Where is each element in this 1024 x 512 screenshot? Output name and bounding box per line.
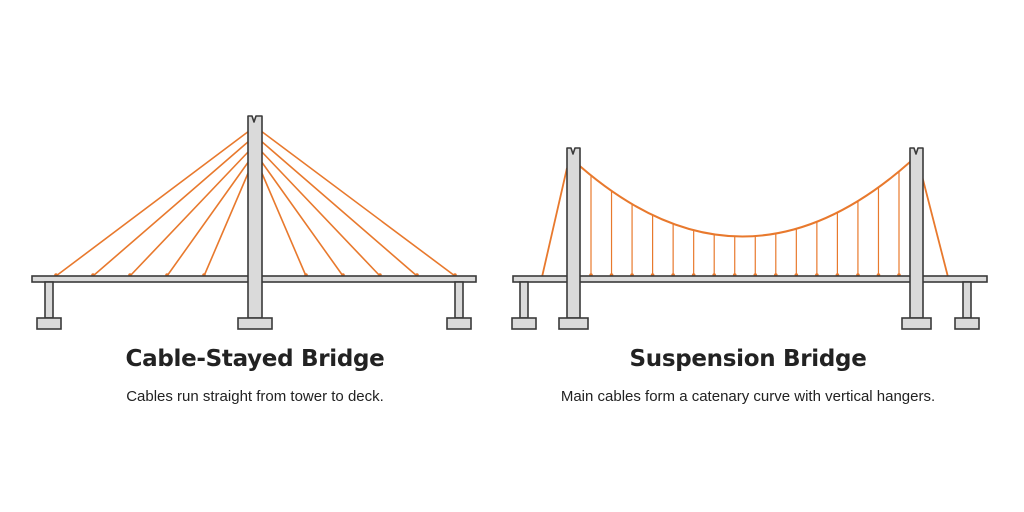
suspension-left-footing xyxy=(511,317,537,330)
cable-stayed-title: Cable-Stayed Bridge xyxy=(125,346,385,372)
suspension-subtitle: Main cables form a catenary curve with v… xyxy=(560,388,936,405)
stay-cable xyxy=(55,130,250,277)
stay-cable xyxy=(260,140,418,277)
cable-stayed-tower-footing xyxy=(237,317,273,330)
cable-stayed-right-pier xyxy=(454,281,464,319)
cable-stayed-tower xyxy=(247,115,263,319)
left-backstay xyxy=(541,167,568,278)
cable-stayed-right-footing xyxy=(446,317,472,330)
suspension-right-footing xyxy=(954,317,980,330)
vertical-hangers xyxy=(589,171,901,277)
suspension-title: Suspension Bridge xyxy=(629,346,867,372)
stay-cable xyxy=(166,160,250,277)
stay-cables xyxy=(54,130,457,277)
stay-cable xyxy=(92,140,250,277)
suspension-left-pier xyxy=(519,281,529,319)
stay-cable xyxy=(260,160,344,277)
stay-cable xyxy=(129,150,250,277)
suspension-bridge xyxy=(511,147,988,330)
right-backstay xyxy=(919,167,949,278)
main-cable xyxy=(572,159,911,238)
cable-stayed-bridge xyxy=(31,115,477,330)
stay-cable xyxy=(260,150,381,277)
cable-stayed-left-pier xyxy=(44,281,54,319)
suspension-deck xyxy=(512,275,988,283)
cable-stayed-left-footing xyxy=(36,317,62,330)
stay-cable xyxy=(260,130,456,277)
suspension-caption: Suspension Bridge Main cables form a cat… xyxy=(508,346,988,405)
stay-cable xyxy=(260,170,307,277)
stay-cable xyxy=(203,170,250,277)
cable-stayed-subtitle: Cables run straight from tower to deck. xyxy=(126,388,384,405)
suspension-right-pier xyxy=(962,281,972,319)
suspension-right-tower-footing xyxy=(901,317,932,330)
cable-stayed-caption: Cable-Stayed Bridge Cables run straight … xyxy=(40,346,470,405)
suspension-left-tower-footing xyxy=(558,317,589,330)
suspension-right-tower xyxy=(909,147,924,319)
suspension-left-tower xyxy=(566,147,581,319)
